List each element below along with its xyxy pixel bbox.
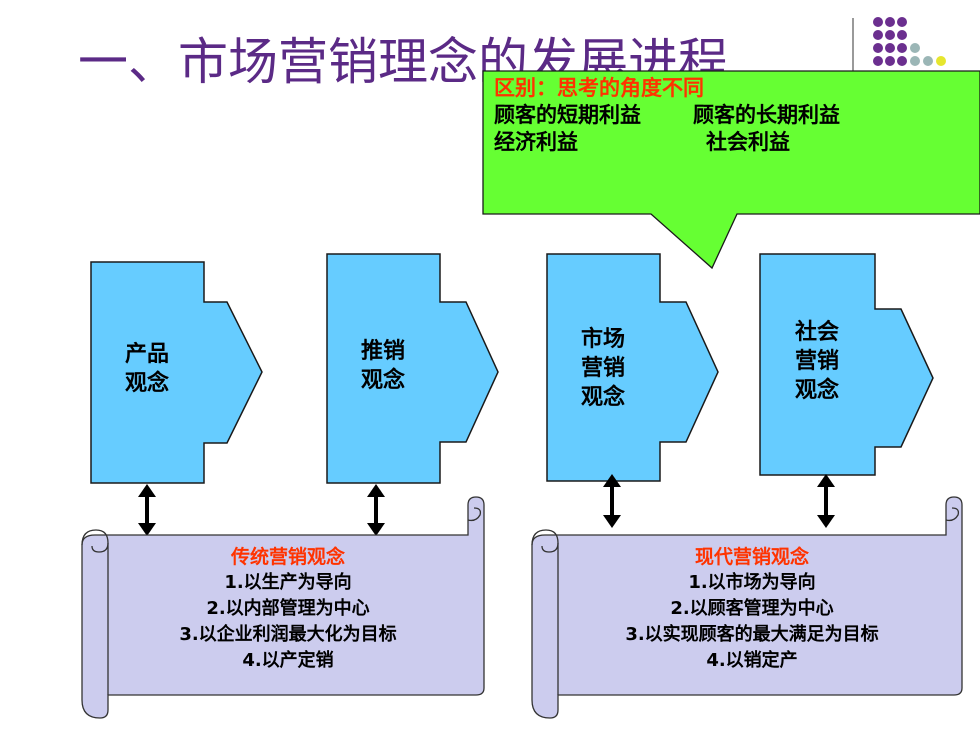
modern-text: 现代营销观念 1.以市场为导向 2.以顾客管理为中心 3.以实现顾客的最大满足为… (560, 544, 944, 674)
callout-box (482, 70, 980, 270)
double-arrow-1 (138, 484, 156, 536)
modern-item: 2.以顾客管理为中心 (670, 598, 834, 619)
concept-label-1: 产品观念 (124, 342, 169, 396)
traditional-item: 1.以生产为导向 (224, 572, 352, 593)
dots-logo-icon (873, 17, 946, 66)
modern-item: 4.以销定产 (706, 650, 798, 671)
concept-box-3 (546, 253, 719, 482)
double-arrow-4 (817, 474, 835, 528)
modern-item: 1.以市场为导向 (688, 572, 816, 593)
modern-heading: 现代营销观念 (694, 546, 809, 568)
traditional-item: 2.以内部管理为中心 (206, 598, 370, 619)
traditional-item: 3.以企业利润最大化为目标 (179, 624, 397, 645)
callout-text: 区别：思考的角度不同 顾客的短期利益顾客的长期利益 经济利益社会利益 (494, 75, 840, 156)
traditional-heading: 传统营销观念 (230, 546, 345, 568)
traditional-scroll (81, 496, 485, 719)
concept-box-4 (759, 253, 934, 476)
concept-label-4: 社会营销观念 (794, 320, 839, 403)
traditional-item: 4.以产定销 (242, 650, 334, 671)
concept-box-2 (326, 253, 499, 484)
modern-item: 3.以实现顾客的最大满足为目标 (625, 624, 879, 645)
callout-line-1: 顾客的短期利益顾客的长期利益 (494, 103, 840, 127)
callout-line-2: 经济利益社会利益 (494, 130, 790, 154)
double-arrow-2 (367, 484, 385, 536)
concept-label-3: 市场营销观念 (580, 327, 625, 410)
callout-heading: 区别：思考的角度不同 (494, 76, 704, 100)
divider-line (852, 18, 854, 88)
concept-box-1 (90, 261, 263, 484)
traditional-text: 传统营销观念 1.以生产为导向 2.以内部管理为中心 3.以企业利润最大化为目标… (110, 544, 466, 674)
double-arrow-3 (603, 474, 621, 528)
modern-scroll (531, 496, 963, 719)
concept-label-2: 推销观念 (360, 339, 405, 393)
